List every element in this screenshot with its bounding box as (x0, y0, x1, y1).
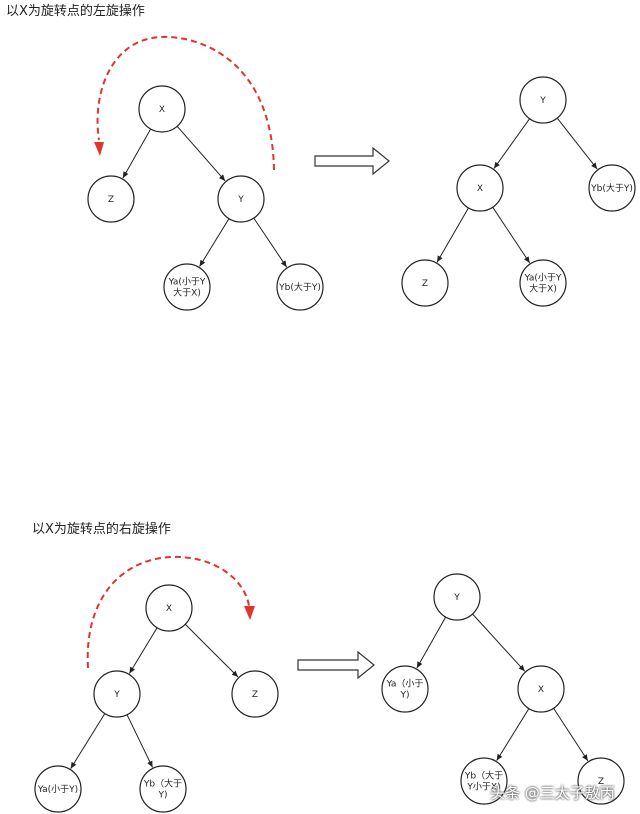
left-before-edge-x-z (122, 128, 152, 179)
right-after-node-y-label: Y (453, 593, 460, 603)
right-after-node-z-label: Z (598, 777, 604, 787)
right-rotation-curve (86, 555, 255, 669)
right-after-node-y: Y (433, 573, 481, 621)
right-before-node-x-label: X (166, 604, 172, 614)
right-after-edge-y-x (472, 613, 526, 672)
left-after-edge-y-yb (556, 117, 598, 170)
transform-arrow-bottom (297, 650, 375, 680)
right-before-node-y-label: Y (113, 690, 120, 700)
left-before-node-y-label: Y (237, 195, 244, 205)
right-after-edge-x-z (553, 707, 589, 762)
right-before-node-z: Z (231, 670, 279, 718)
left-before-node-x: X (138, 85, 186, 133)
left-before-edge-y-ya (199, 218, 230, 267)
right-before-edge-y-yb (126, 714, 153, 768)
left-after-edge-x-ya (492, 206, 531, 264)
left-before-node-z: Z (87, 175, 135, 223)
right-after-edge-y-ya (416, 616, 447, 669)
left-before-node-yb: Yb(大于Y) (276, 263, 324, 311)
left-after-edge-x-z (436, 207, 469, 263)
left-after-node-yb: Yb(大于Y) (588, 164, 636, 212)
right-rotation-title: 以X为旋转点的右旋操作 (32, 522, 171, 537)
left-after-edge-y-x (493, 118, 531, 169)
left-rotation-curve (94, 35, 275, 171)
transform-arrow-top (314, 146, 390, 176)
right-after-node-x: X (517, 665, 565, 713)
right-before-edge-x-y (128, 627, 158, 674)
right-before-node-y: Y (93, 670, 141, 718)
right-after-node-z: Z (577, 757, 625, 805)
left-after-node-z-label: Z (422, 279, 428, 289)
left-after-node-y-label: Y (539, 96, 546, 106)
right-after-edge-x-yb (496, 708, 530, 761)
right-before-node-z-label: Z (252, 690, 258, 700)
left-before-node-z-label: Z (108, 195, 114, 205)
left-before-edge-y-yb (253, 217, 288, 268)
left-after-node-z: Z (401, 259, 449, 307)
right-before-edge-y-ya (70, 713, 106, 769)
right-after-node-x-label: X (538, 685, 544, 695)
left-before-node-y: Y (217, 175, 265, 223)
left-after-node-x-label: X (477, 184, 483, 194)
right-before-edge-x-z (184, 623, 239, 678)
right-before-node-x: X (145, 584, 193, 632)
left-rotation-title: 以X为旋转点的左旋操作 (6, 4, 145, 19)
watermark: 头条 @三太子敖丙 (490, 784, 615, 802)
left-before-node-x-label: X (159, 105, 165, 115)
left-before-node-yb-label: Yb(大于Y) (278, 281, 321, 293)
left-after-node-yb-label: Yb(大于Y) (590, 182, 633, 194)
left-before-edge-x-y (176, 125, 226, 182)
right-before-node-ya-label: Ya(小于Y) (37, 784, 78, 795)
left-after-node-y: Y (519, 76, 567, 124)
right-before-node-ya: Ya(小于Y) (34, 765, 82, 813)
left-after-node-x: X (456, 164, 504, 212)
